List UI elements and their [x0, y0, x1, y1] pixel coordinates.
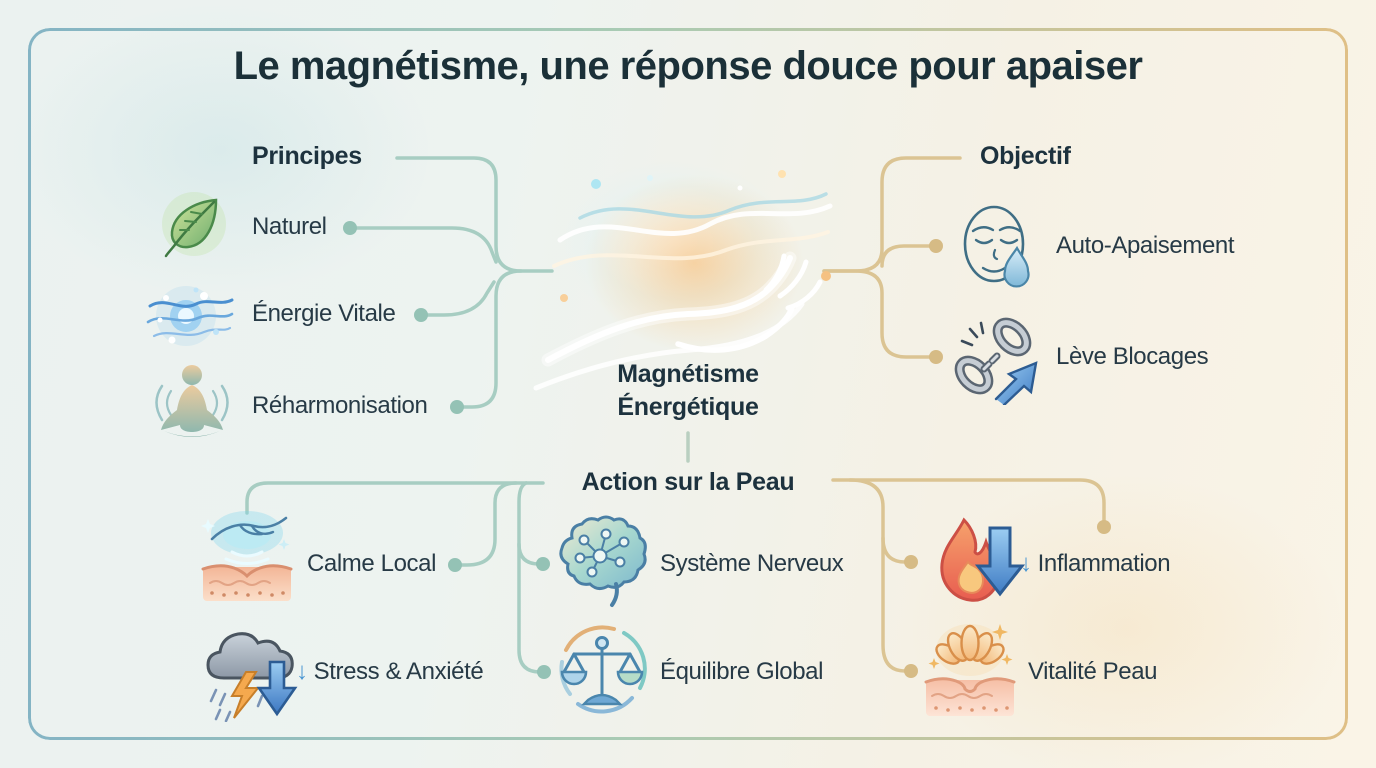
principes-heading: Principes — [252, 142, 362, 170]
item-inflammation: ↓Inflammation — [1020, 550, 1171, 577]
storm-cloud-icon — [206, 632, 298, 722]
item-stress-anxiete: ↓Stress & Anxiété — [296, 658, 484, 685]
energy-waves-icon — [146, 286, 234, 346]
meditation-icon — [155, 365, 229, 437]
down-arrow-icon: ↓ — [296, 658, 308, 685]
brain-icon — [559, 515, 647, 607]
energy-glow — [530, 140, 846, 396]
item-vitalite-peau: Vitalité Peau — [1028, 658, 1158, 685]
down-arrow-icon: ↓ — [1020, 550, 1032, 577]
item-equilibre-global: Équilibre Global — [660, 658, 824, 685]
page-title: Le magnétisme, une réponse douce pour ap… — [233, 44, 1143, 88]
item-leve-blocages: Lève Blocages — [1056, 343, 1209, 370]
center-label-line1: Magnétisme — [617, 360, 759, 388]
item-naturel: Naturel — [252, 213, 327, 240]
item-auto-apaisement: Auto-Apaisement — [1056, 232, 1235, 259]
center-label-line2: Énergétique — [617, 393, 759, 421]
item-reharmonisation: Réharmonisation — [252, 392, 428, 419]
broken-chain-icon — [954, 317, 1038, 405]
lotus-skin-icon — [924, 624, 1016, 716]
center-label: Magnétisme Énergétique — [538, 358, 838, 424]
calm-face-icon — [963, 205, 1030, 288]
hand-over-skin-icon — [201, 511, 293, 601]
item-systeme-nerveux: Système Nerveux — [660, 550, 844, 577]
objectif-heading: Objectif — [980, 142, 1071, 170]
item-calme-local: Calme Local — [307, 550, 436, 577]
item-energie-vitale: Énergie Vitale — [252, 300, 396, 327]
glowing-hand-energy-icon — [533, 170, 833, 391]
balance-scale-icon — [559, 625, 647, 714]
action-peau-heading: Action sur la Peau — [581, 468, 795, 496]
flame-down-icon — [940, 517, 1026, 602]
leaf-icon — [162, 192, 226, 258]
